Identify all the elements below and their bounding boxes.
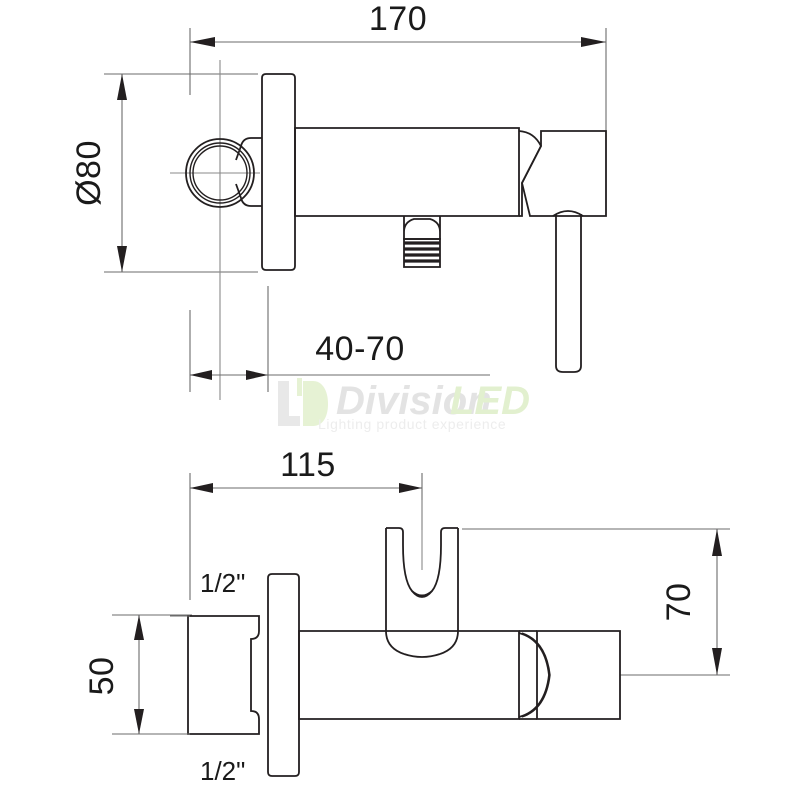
- valve-collar-arc-outer: [518, 632, 550, 718]
- valve-head-block-bottom: [536, 630, 621, 720]
- valve-transition-shoulder: [518, 130, 543, 217]
- valve-barrel-side: [294, 127, 520, 217]
- callout-label-inlet-top: 1/2": [200, 568, 245, 598]
- holder-cradle-u-shape: [402, 544, 442, 598]
- dimension-body-height: 50: [83, 614, 192, 735]
- holder-bracket-right-post: [439, 527, 459, 655]
- outlet-nozzle-collar: [403, 232, 441, 240]
- dimension-label-70: 70: [660, 583, 698, 622]
- valve-head-block: [521, 130, 607, 217]
- watermark: Division LED Lighting product experience: [278, 378, 530, 432]
- watermark-tagline: Lighting product experience: [318, 416, 506, 432]
- holder-bracket-base: [403, 653, 441, 658]
- valve-barrel-bottom: [298, 630, 520, 720]
- dimension-holder-depth: 70: [472, 528, 730, 676]
- top-view-centerlines: [170, 60, 260, 400]
- outlet-nozzle-threads-icon: [404, 241, 440, 263]
- bottom-view-geometry: [170, 527, 730, 777]
- wall-flange-plate-bottom: [267, 573, 300, 777]
- dimension-label-50: 50: [83, 657, 121, 696]
- outlet-nozzle-shoulder: [403, 216, 441, 233]
- handle-lever-stem: [555, 214, 582, 373]
- valve-collar-arc-inner: [521, 632, 551, 718]
- callout-label-inlet-bottom: 1/2": [200, 756, 245, 786]
- top-view-geometry: [185, 73, 607, 373]
- dimension-flange-diameter: Ø80: [70, 73, 258, 273]
- escutcheon-ring-outer: [185, 138, 255, 208]
- holder-bracket-left-post: [385, 527, 405, 655]
- callout-inlet-bottom: 1/2": [200, 756, 245, 786]
- dimension-overall-length: 170: [189, 0, 607, 140]
- watermark-brand-secondary: LED: [450, 379, 530, 423]
- dimension-label-170: 170: [369, 0, 427, 38]
- wall-flange-plate: [261, 73, 296, 271]
- callout-inlet-top: 1/2": [200, 568, 245, 598]
- watermark-brand-primary: Division: [336, 379, 492, 423]
- escutcheon-ring-inner: [192, 145, 248, 201]
- holder-cradle-bottom-edge: [411, 590, 433, 597]
- inlet-body-block: [187, 615, 260, 735]
- dimension-label-40-70: 40-70: [315, 330, 404, 368]
- outlet-nozzle-thread-body: [403, 238, 441, 268]
- dimension-wall-projection: 40-70: [189, 286, 490, 392]
- dimension-label-diameter-80: Ø80: [70, 140, 108, 206]
- dimension-label-115: 115: [280, 446, 336, 484]
- escutcheon-ring-middle: [189, 142, 251, 204]
- watermark-monogram-icon: [278, 378, 328, 426]
